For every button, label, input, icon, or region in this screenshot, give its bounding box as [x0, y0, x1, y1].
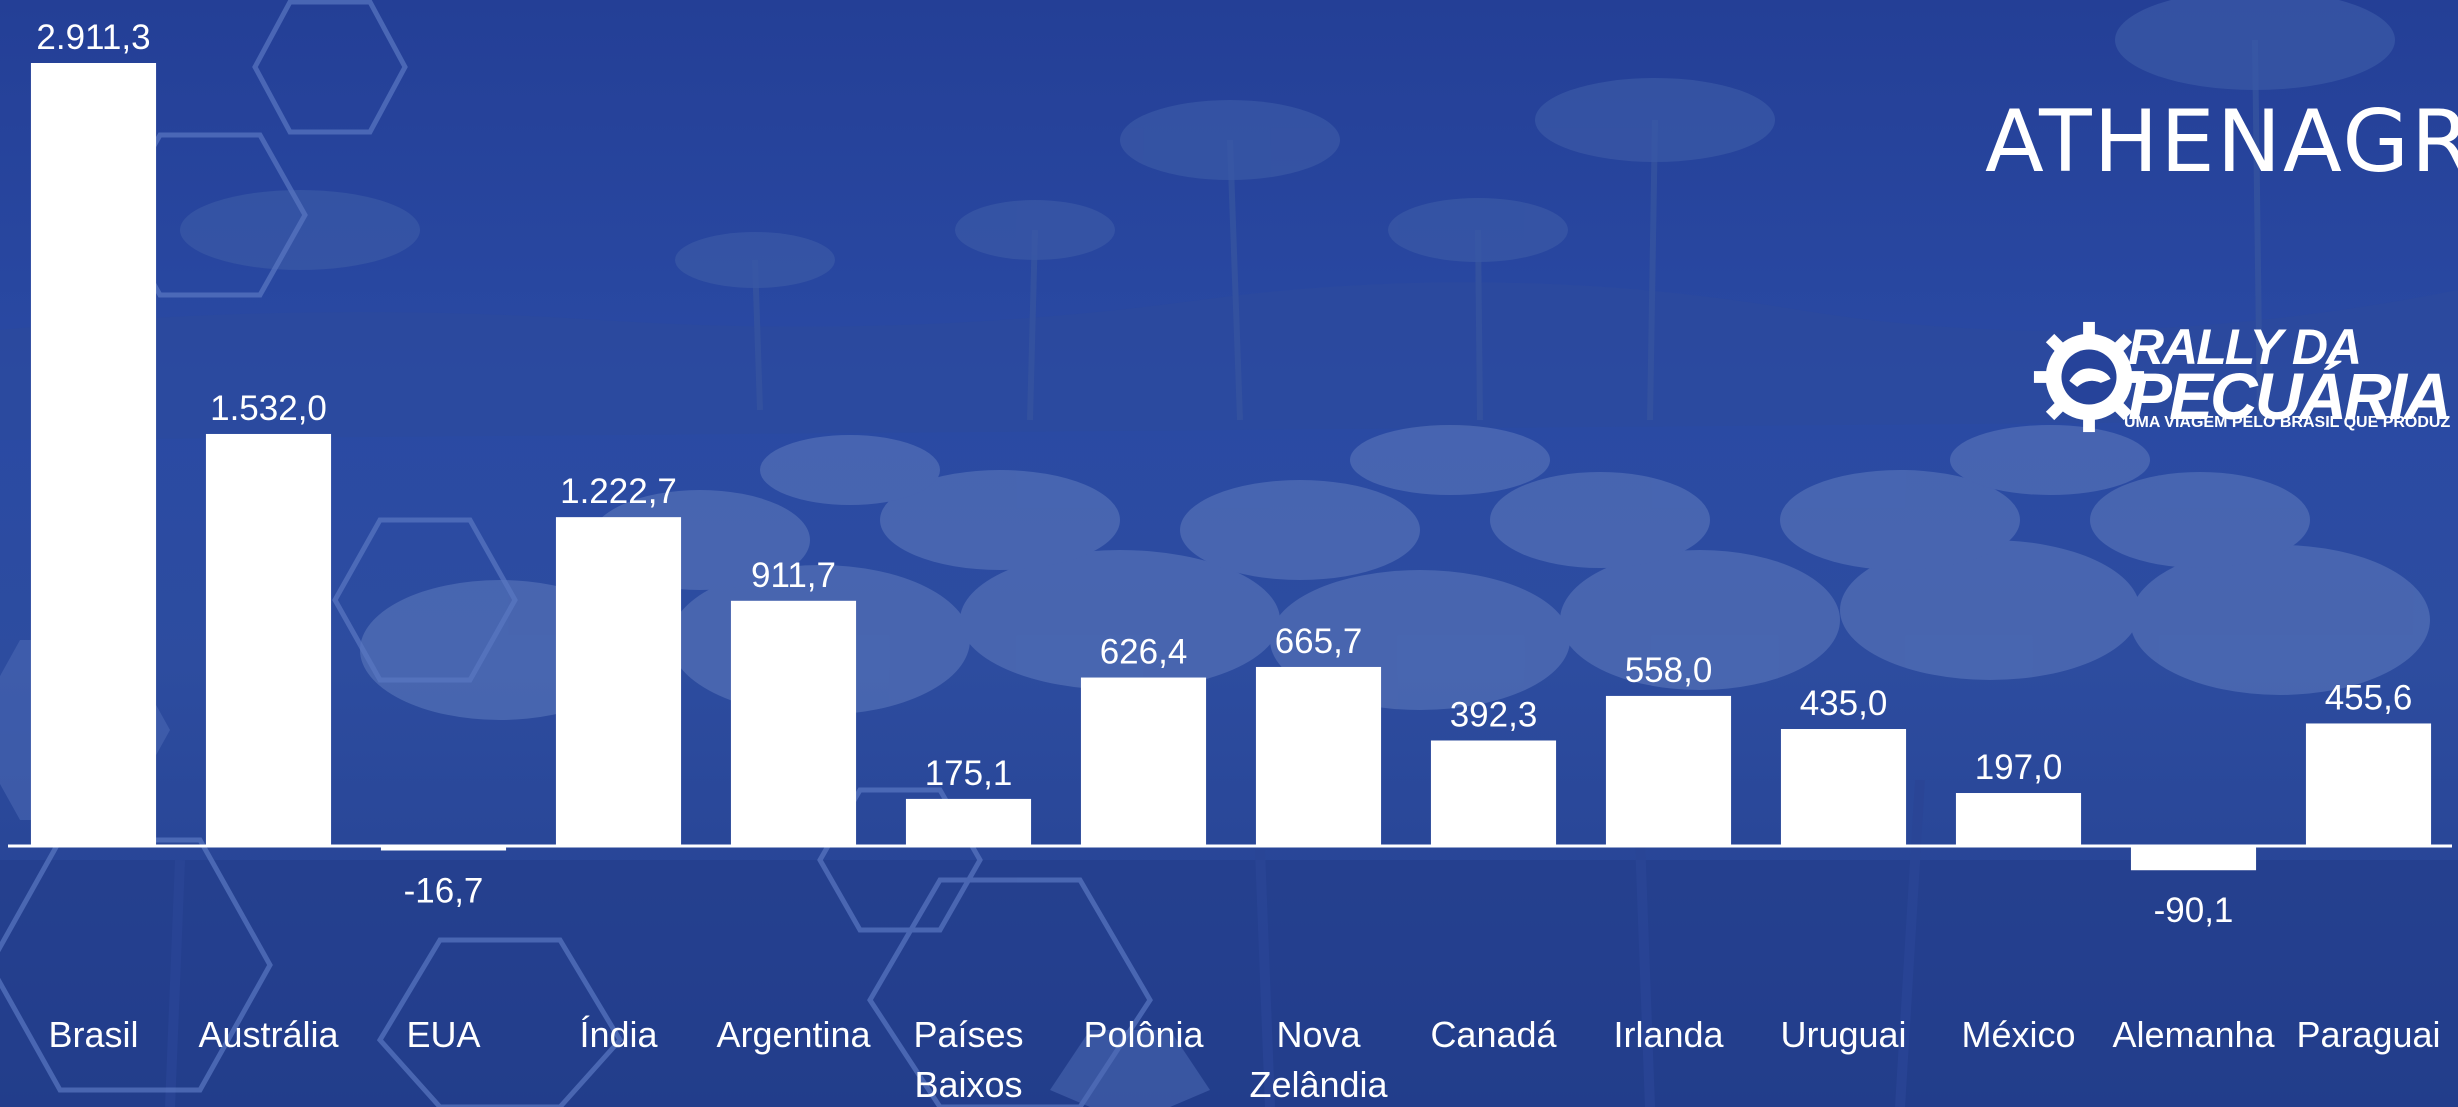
bar-11: [1955, 793, 2082, 846]
bar-6: [1080, 677, 1207, 846]
bar-5: [905, 798, 1032, 846]
category-label-4: Argentina: [716, 1014, 871, 1055]
category-label-3: Índia: [579, 1014, 658, 1055]
value-label-4: 911,7: [751, 556, 836, 595]
bar-9: [1605, 695, 1732, 846]
value-label-9: 558,0: [1625, 651, 1713, 690]
athenagro-logo: ATHENAGRO: [1985, 92, 2458, 192]
bar-8: [1430, 740, 1557, 846]
value-label-3: 1.222,7: [560, 472, 677, 511]
rally-da-pecuaria-logo: RALLY DA PECUÁRIA UMA VIAGEM PELO BRASIL…: [2030, 318, 2458, 438]
category-label-0: Brasil: [48, 1014, 138, 1055]
bar-1: [205, 433, 332, 846]
category-label-8: Canadá: [1430, 1014, 1557, 1055]
value-label-11: 197,0: [1975, 748, 2063, 787]
bar-3: [555, 517, 682, 846]
value-label-6: 626,4: [1100, 633, 1188, 672]
value-label-1: 1.532,0: [210, 389, 327, 428]
gear-icon: [2033, 321, 2145, 433]
value-label-10: 435,0: [1800, 684, 1888, 723]
bar-10: [1780, 729, 1907, 846]
value-label-2: -16,7: [404, 871, 484, 910]
category-label-6: Polônia: [1083, 1014, 1204, 1055]
bar-4: [730, 600, 857, 846]
category-label-9: Irlanda: [1613, 1014, 1724, 1055]
category-label-11: México: [1961, 1014, 2075, 1055]
category-label-1: Austrália: [198, 1014, 339, 1055]
value-label-7: 665,7: [1275, 622, 1363, 661]
category-label-13: Paraguai: [2296, 1014, 2440, 1055]
value-label-13: 455,6: [2325, 678, 2413, 717]
value-labels: 2.911,3 1.532,0 -16,7 1.222,7 911,7 175,1 626,…: [36, 18, 2412, 930]
bar-7: [1255, 666, 1382, 846]
bar-2: [380, 846, 507, 851]
value-label-5: 175,1: [925, 754, 1013, 793]
rally-title-line2: PECUÁRIA: [2128, 359, 2452, 433]
bar-13: [2305, 723, 2432, 846]
rally-tagline: UMA VIAGEM PELO BRASIL QUE PRODUZ: [2124, 414, 2451, 431]
value-label-12: -90,1: [2154, 891, 2234, 930]
category-label-12: Alemanha: [2112, 1014, 2275, 1055]
value-label-8: 392,3: [1450, 695, 1538, 734]
bar-12: [2130, 846, 2257, 871]
category-label-2: EUA: [406, 1014, 480, 1055]
rally-title-line1: RALLY DA: [2128, 319, 2362, 375]
value-label-0: 2.911,3: [36, 18, 150, 57]
bar-0: [30, 63, 157, 846]
bars: [30, 63, 2432, 871]
category-label-10: Uruguai: [1780, 1014, 1906, 1055]
